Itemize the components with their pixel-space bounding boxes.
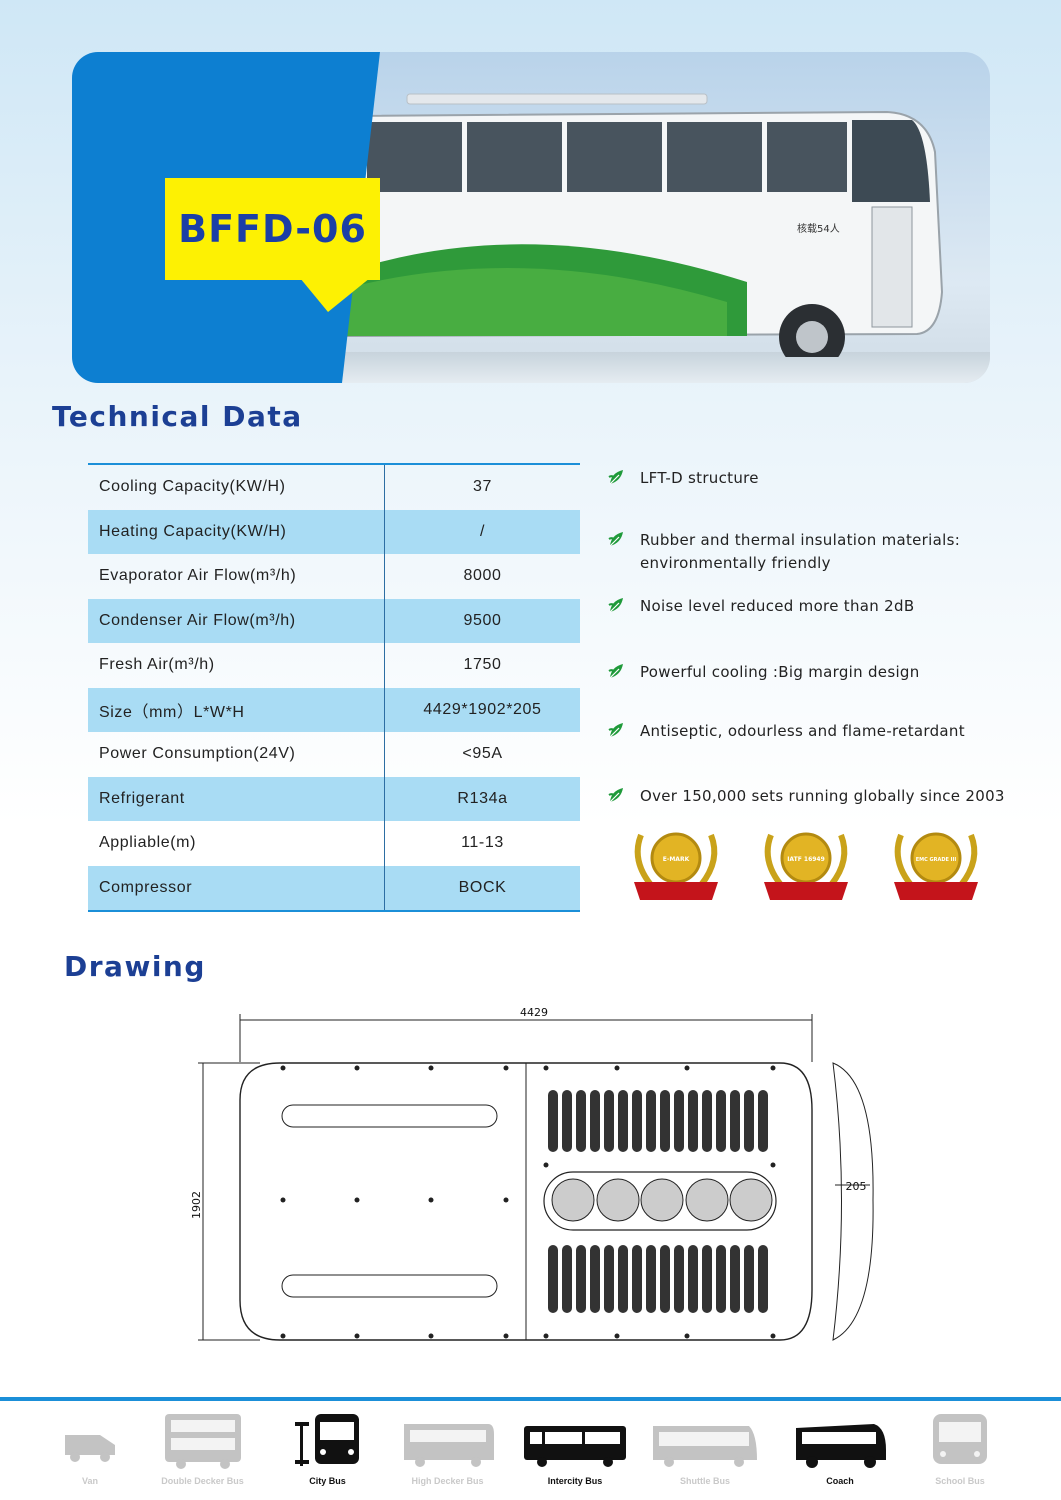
intercity-bus-icon [524, 1426, 626, 1467]
bus-illustration: 核载54人 [346, 93, 944, 357]
bus-type-label: Van [81, 1476, 98, 1486]
spec-label: Refrigerant [88, 776, 385, 821]
van-icon [65, 1435, 115, 1462]
spec-label: Condenser Air Flow(m³/h) [88, 598, 385, 643]
leaf-icon [608, 664, 623, 679]
bus-type-shuttle: Shuttle Bus [645, 1410, 765, 1486]
medal-text: IATF 16949 [787, 856, 825, 863]
spec-value: <95A [462, 745, 503, 763]
length-dimension: 4429 [520, 1006, 548, 1019]
spec-row: Heating Capacity(KW/H) / [88, 509, 580, 554]
bus-type-label: High Decker Bus [411, 1476, 484, 1486]
fan-row [543, 1171, 777, 1231]
technical-drawing: 4429 1902 205 [190, 1006, 874, 1341]
leaf-icon [608, 788, 623, 803]
medal-badge: E-MARK [634, 832, 718, 900]
leaf-icon [608, 470, 623, 485]
spec-row: Size（mm）L*W*H 4429*1902*205 [88, 687, 580, 732]
medal-text: E-MARK [663, 856, 690, 863]
feature-item: LFT-D structure [607, 467, 759, 490]
spec-label: Heating Capacity(KW/H) [88, 509, 385, 554]
bus-type-school: School Bus [920, 1410, 1000, 1486]
spec-label: Compressor [88, 865, 385, 910]
spec-value: 9500 [463, 611, 502, 629]
model-badge: BFFD-06 [165, 178, 380, 280]
bus-type-bar: Van Double Decker Bus City Bus High Deck… [0, 1410, 1061, 1500]
bus-type-label: School Bus [935, 1476, 985, 1486]
spec-label: Appliable(m) [88, 821, 385, 866]
feature-item: Antiseptic, odourless and flame-retardan… [607, 720, 965, 743]
bus-type-label: Coach [826, 1476, 854, 1486]
spec-value: 37 [473, 478, 492, 496]
spec-table: Cooling Capacity(KW/H) 37 Heating Capacit… [88, 463, 580, 912]
hero-ground [332, 352, 990, 383]
feature-text: Noise level reduced more than 2dB [640, 597, 915, 615]
feature-text: LFT-D structure [640, 469, 759, 487]
spec-value: 8000 [463, 567, 502, 585]
city-bus-icon [294, 1414, 359, 1466]
feature-item: Over 150,000 sets running globally since… [607, 785, 1005, 808]
spec-row: Evaporator Air Flow(m³/h) 8000 [88, 554, 580, 599]
bus-type-label: Double Decker Bus [161, 1476, 244, 1486]
spec-row: Fresh Air(m³/h) 1750 [88, 643, 580, 688]
spec-row: Compressor BOCK [88, 865, 580, 910]
spec-value: / [479, 522, 486, 540]
medal-text: EMC GRADE III [916, 857, 957, 863]
bus-type-double-decker: Double Decker Bus [150, 1410, 255, 1486]
feature-item: Rubber and thermal insulation materials:… [607, 529, 1027, 575]
coach-icon [796, 1424, 886, 1468]
feature-text: Rubber and thermal insulation materials:… [640, 531, 961, 572]
spec-value: 11-13 [461, 834, 504, 852]
spec-row: Appliable(m) 11-13 [88, 821, 580, 866]
spec-row: Refrigerant R134a [88, 776, 580, 821]
spec-row: Power Consumption(24V) <95A [88, 732, 580, 777]
drawing-title: Drawing [64, 950, 206, 983]
spec-value: BOCK [458, 878, 507, 896]
leaf-icon [608, 723, 623, 738]
bus-type-city-bus: City Bus [285, 1410, 370, 1486]
spec-label: Fresh Air(m³/h) [88, 643, 385, 688]
grill-top [548, 1090, 768, 1152]
high-decker-bus-icon [403, 1424, 494, 1467]
shuttle-bus-icon [653, 1426, 757, 1467]
spec-label: Power Consumption(24V) [88, 732, 385, 777]
feature-item: Noise level reduced more than 2dB [607, 595, 914, 618]
medal-badge: EMC GRADE III [894, 832, 978, 900]
technical-data-title: Technical Data [52, 400, 303, 433]
bus-type-label: Intercity Bus [547, 1476, 603, 1486]
spec-label: Size（mm）L*W*H [88, 687, 385, 732]
height-dimension: 205 [846, 1180, 867, 1193]
bus-type-intercity: Intercity Bus [520, 1410, 630, 1486]
bus-type-high-decker: High Decker Bus [395, 1410, 500, 1486]
spec-label: Evaporator Air Flow(m³/h) [88, 554, 385, 599]
leaf-icon [608, 532, 623, 547]
bus-type-van: Van [55, 1410, 125, 1486]
spec-row: Cooling Capacity(KW/H) 37 [88, 465, 580, 510]
grill-bottom [548, 1245, 768, 1313]
school-bus-icon [933, 1414, 987, 1464]
bolt-holes [280, 1065, 776, 1339]
bus-type-coach: Coach [790, 1410, 890, 1486]
feature-text: Over 150,000 sets running globally since… [640, 787, 1005, 805]
feature-text: Powerful cooling :Big margin design [640, 663, 920, 681]
spec-value: R134a [457, 789, 508, 807]
footer-divider [0, 1397, 1061, 1401]
feature-text: Antiseptic, odourless and flame-retardan… [640, 722, 965, 740]
leaf-icon [608, 598, 623, 613]
bus-type-label: Shuttle Bus [679, 1476, 730, 1486]
model-name: BFFD-06 [178, 207, 367, 251]
spec-label: Cooling Capacity(KW/H) [88, 465, 385, 510]
width-dimension: 1902 [190, 1191, 203, 1219]
spec-value: 4429*1902*205 [423, 700, 542, 718]
spec-row: Condenser Air Flow(m³/h) 9500 [88, 598, 580, 643]
medal-badge: IATF 16949 [764, 832, 848, 900]
hero-banner: 核载54人 [72, 52, 990, 383]
bus-capacity-text: 核载54人 [797, 222, 840, 235]
double-decker-bus-icon [164, 1414, 241, 1469]
bus-type-label: City Bus [309, 1476, 346, 1486]
feature-item: Powerful cooling :Big margin design [607, 661, 920, 684]
spec-value: 1750 [463, 656, 502, 674]
